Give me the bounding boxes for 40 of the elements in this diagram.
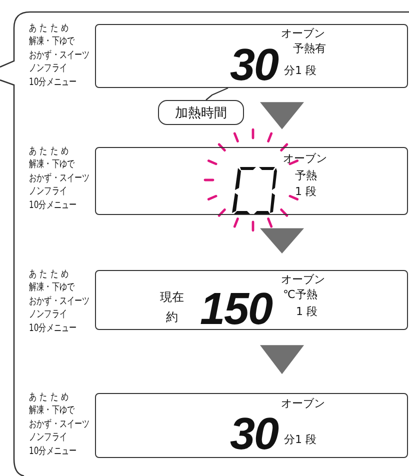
menu-item: あたため [29,145,72,158]
display-label: オーブン [281,28,325,41]
display-label: 1 段 [296,306,318,319]
down-arrow [260,345,304,374]
leader-line [206,87,228,100]
menu-item: おかず・スイーツ [29,172,90,186]
menu-item: ノンフライ [29,308,67,322]
menu-item: 解凍・下ゆで [29,158,75,172]
menu-item: 解凍・下ゆで [29,35,75,49]
menu-item: ノンフライ [29,62,67,76]
menu-item: 解凍・下ゆで [29,281,75,295]
display-label: オーブン [283,153,327,166]
display-label: ℃予熱 [283,289,318,302]
display-label: 分1 段 [284,65,316,78]
menu-item: あたため [29,22,72,36]
display-label: 現在約 [160,289,184,326]
segment-digits: 30 [230,47,278,82]
segment-digits: 30 [230,416,278,452]
menu-item: 10分メニュー [29,444,77,458]
menu-item: あたため [29,391,72,404]
menu-item: おかず・スイーツ [29,418,90,432]
menu-item: おかず・スイーツ [29,48,90,62]
display-label: 1 段 [295,186,316,199]
callout-label: 加熱時間 [158,100,244,125]
down-arrow [260,102,304,130]
display-label: オーブン [281,398,325,411]
display-label: 分1 段 [284,434,316,447]
menu-item: あたため [29,268,72,282]
menu-item: ノンフライ [29,185,67,199]
down-arrow [260,228,304,254]
display-label: オーブン [281,274,325,287]
menu-item: 解凍・下ゆで [29,404,75,418]
menu-item: おかず・スイーツ [29,294,90,308]
display-label: 予熱有 [293,43,326,56]
segment-digits: 150 [200,291,272,326]
menu-item: ノンフライ [29,431,67,445]
menu-item: 10分メニュー [29,76,77,89]
display-label: 予熱 [295,170,317,183]
menu-item: 10分メニュー [29,198,77,212]
menu-item: 10分メニュー [29,322,77,335]
